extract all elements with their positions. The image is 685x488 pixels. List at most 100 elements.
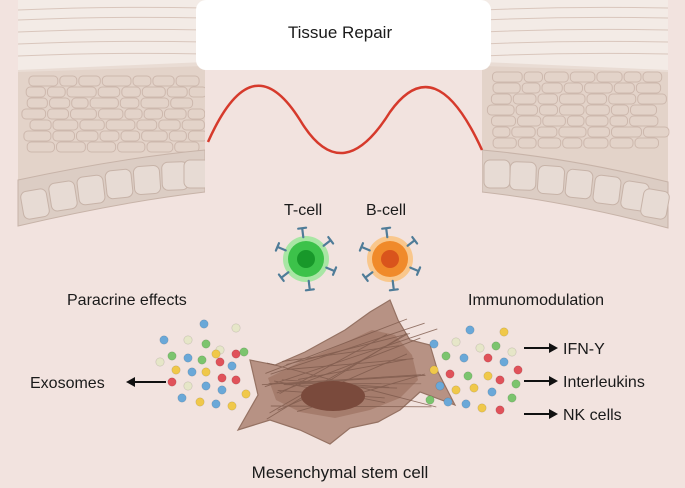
epithelial-cell (26, 141, 55, 153)
epithelial-cell (521, 82, 541, 94)
basal-cell (48, 180, 78, 212)
particle (507, 393, 517, 403)
particle (491, 341, 501, 351)
particle (215, 357, 225, 367)
epithelial-cell (141, 130, 168, 142)
epithelial-cell (164, 108, 187, 120)
epithelial-cell (70, 108, 97, 120)
particle (463, 371, 473, 381)
epithelial-cell (26, 97, 48, 109)
epithelial-cell (49, 97, 71, 109)
epithelial-cell (143, 108, 164, 120)
epithelial-cell (98, 108, 124, 120)
skin-stratum-line (481, 52, 669, 57)
particle (475, 343, 485, 353)
particle (231, 323, 241, 333)
epithelial-cell (536, 126, 558, 138)
skin-stratum-line (17, 52, 206, 57)
epithelial-cell (187, 108, 206, 120)
basal-cell (536, 165, 566, 195)
epithelial-cell (629, 115, 659, 127)
ifn-label: IFN-Y (563, 341, 605, 358)
particle (443, 397, 453, 407)
particle (507, 347, 517, 357)
epithelial-cell (542, 115, 566, 127)
epithelial-cell (559, 93, 586, 105)
particle (435, 381, 445, 391)
particle (483, 353, 493, 363)
epithelial-cell (120, 130, 141, 142)
epithelial-cell (611, 126, 642, 138)
basal-cell (76, 174, 106, 206)
particle (495, 375, 505, 385)
epithelial-cell (86, 141, 117, 153)
particle (227, 401, 237, 411)
particle (511, 379, 521, 389)
epithelial-cell (490, 93, 512, 105)
epithelial-cell (613, 82, 635, 94)
epithelial-cell (523, 71, 544, 83)
epithelial-cell (492, 82, 521, 94)
epithelial-cell (541, 82, 563, 94)
particle (425, 395, 435, 405)
epithelial-cell (89, 97, 119, 109)
epithelial-cell (168, 130, 187, 142)
skin-stratum-line (481, 28, 669, 33)
epithelial-cell (124, 108, 143, 120)
ifn-arrowhead (549, 343, 558, 353)
particle (187, 367, 197, 377)
epithelial-cell (52, 119, 79, 131)
basal-cell (483, 159, 511, 189)
receptor-icon (304, 279, 315, 292)
tissue-left (17, 0, 211, 227)
epithelial-cell (141, 86, 166, 98)
epithelial-cell (25, 86, 46, 98)
epithelial-cell (537, 137, 562, 149)
particle (217, 385, 227, 395)
epithelial-cell (558, 126, 587, 138)
epithelial-cell (630, 104, 657, 116)
epithelial-cell (136, 119, 158, 131)
particle (429, 339, 439, 349)
epithelial-cell (539, 104, 558, 116)
stem-cell-label: Mesenchymal stem cell (252, 463, 429, 482)
nk-cells-label: NK cells (563, 407, 622, 424)
epithelial-cell (537, 93, 558, 105)
epithelial-cell (181, 119, 205, 131)
skin-stratum-line (17, 28, 206, 33)
particle (183, 335, 193, 345)
epithelial-cell (583, 137, 609, 149)
particle (217, 373, 227, 383)
particle (195, 397, 205, 407)
exosomes-label: Exosomes (30, 375, 105, 392)
skin-stratum-line (481, 40, 669, 45)
epithelial-cell (512, 93, 537, 105)
receptor-icon (358, 242, 371, 252)
particle (177, 393, 187, 403)
particle (487, 387, 497, 397)
epithelial-cell (23, 130, 52, 142)
epithelial-cell (21, 108, 47, 120)
epithelial-cell (140, 97, 170, 109)
immunomodulation-heading: Immunomodulation (468, 292, 604, 309)
epithelial-cell (563, 82, 584, 94)
cytoskeleton-fiber (284, 374, 426, 385)
cytokine-particles-right (425, 325, 523, 415)
basal-cell (592, 174, 622, 206)
epithelial-cell (585, 115, 609, 127)
epithelial-cell (569, 71, 596, 83)
epithelial-cell (71, 97, 89, 109)
epithelial-cell (544, 71, 569, 83)
receptor-icon (381, 226, 392, 239)
epithelial-cell (587, 126, 611, 138)
particle (171, 365, 181, 375)
epithelial-cell (486, 104, 515, 116)
receptor-icon (388, 279, 399, 292)
particle (197, 355, 207, 365)
epithelial-cell (152, 75, 175, 87)
epithelial-cell (517, 137, 537, 149)
paracrine-heading: Paracrine effects (67, 292, 187, 309)
b-cell-label: B-cell (366, 202, 406, 219)
epithelial-cell (635, 82, 662, 94)
particle (159, 335, 169, 345)
